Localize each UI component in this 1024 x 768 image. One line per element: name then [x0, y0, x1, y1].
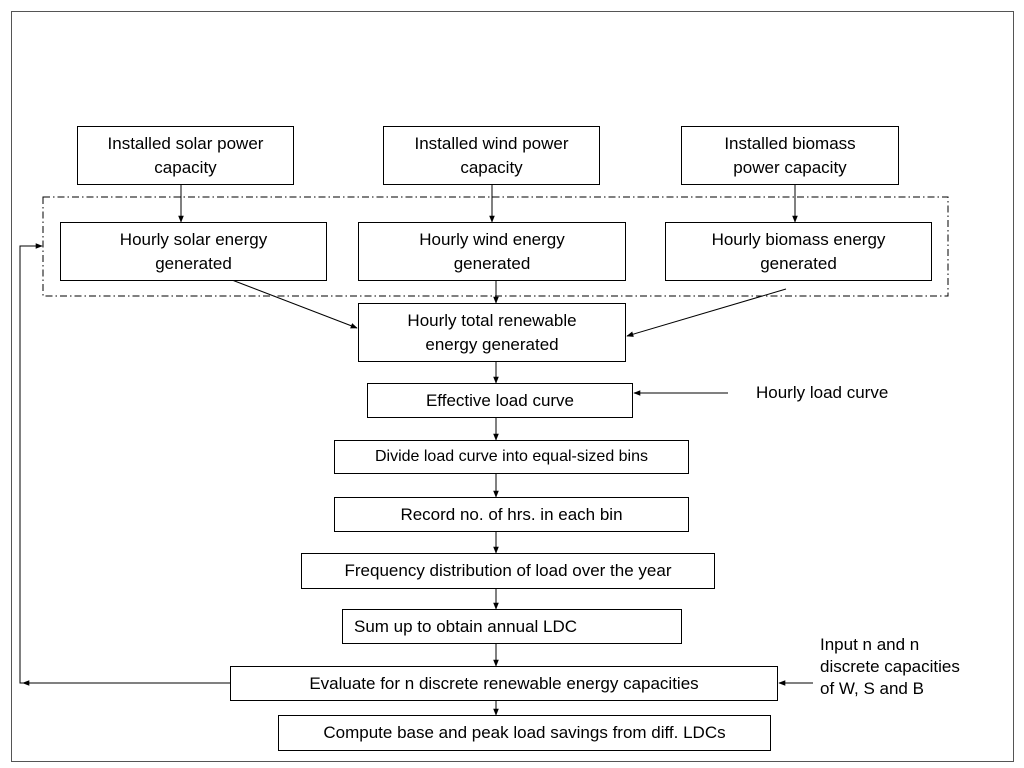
wind-hourly-box: Hourly wind energy generated — [358, 222, 626, 281]
diagram-frame — [11, 11, 1014, 762]
input-n-label: Input n and n discrete capacities of W, … — [820, 635, 960, 698]
effective-load-box: Effective load curve — [367, 383, 633, 418]
record-hours-box: Record no. of hrs. in each bin — [334, 497, 689, 532]
total-renewable-box: Hourly total renewable energy generated — [358, 303, 626, 362]
frequency-distribution-box: Frequency distribution of load over the … — [301, 553, 715, 589]
biomass-hourly-box: Hourly biomass energy generated — [665, 222, 932, 281]
evaluate-box: Evaluate for n discrete renewable energy… — [230, 666, 778, 701]
compute-savings-box: Compute base and peak load savings from … — [278, 715, 771, 751]
arrow-solar-to-total — [231, 279, 358, 329]
sum-ldc-box: Sum up to obtain annual LDC — [342, 609, 682, 644]
biomass-capacity-box: Installed biomass power capacity — [681, 126, 899, 185]
divide-bins-box: Divide load curve into equal-sized bins — [334, 440, 689, 474]
arrow-biomass-to-total — [626, 288, 787, 337]
solar-hourly-box: Hourly solar energy generated — [60, 222, 327, 281]
wind-capacity-box: Installed wind power capacity — [383, 126, 600, 185]
feedback-loop-arrow — [19, 243, 230, 684]
hourly-load-curve-label: Hourly load curve — [756, 383, 889, 402]
solar-capacity-box: Installed solar power capacity — [77, 126, 294, 185]
